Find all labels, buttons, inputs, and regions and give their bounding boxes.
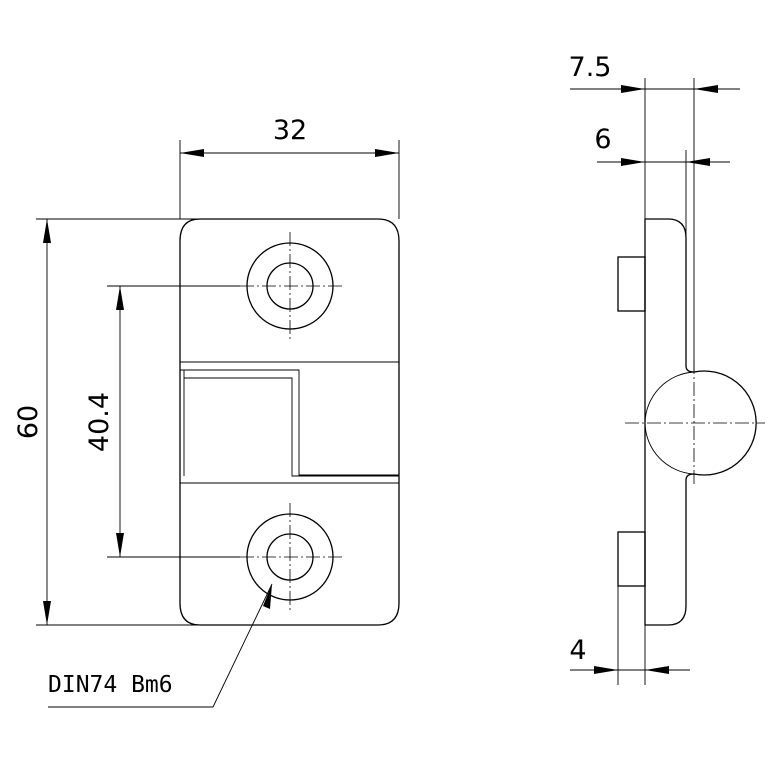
slot-channel-outer bbox=[180, 369, 399, 476]
dimension-hole-spacing-label: 40.4 bbox=[84, 392, 115, 452]
dimension-boss-thickness-label: 4 bbox=[569, 635, 586, 666]
dimension-width: 32 bbox=[179, 115, 400, 219]
front-plate-outline bbox=[179, 218, 400, 626]
side-view bbox=[617, 218, 765, 626]
side-upper-boss bbox=[617, 256, 646, 312]
hole-callout: DIN74 Bm6 bbox=[48, 583, 273, 708]
dimension-height: 60 bbox=[13, 218, 200, 626]
hole-callout-label: DIN74 Bm6 bbox=[48, 672, 173, 698]
dimension-hole-spacing: 40.4 bbox=[84, 285, 240, 558]
dimension-plate-thickness: 6 bbox=[594, 124, 730, 238]
slot-channel-inner bbox=[183, 370, 399, 477]
dimension-boss-thickness: 4 bbox=[569, 586, 690, 685]
dimension-plate-thickness-label: 6 bbox=[594, 124, 611, 155]
dimension-total-thickness-label: 7.5 bbox=[569, 52, 612, 83]
dimension-height-label: 60 bbox=[13, 405, 44, 439]
side-profile-outline bbox=[644, 218, 757, 626]
dimension-total-thickness: 7.5 bbox=[569, 52, 740, 372]
front-view bbox=[179, 218, 400, 626]
dimension-width-label: 32 bbox=[273, 115, 307, 146]
side-lower-boss bbox=[617, 531, 646, 587]
